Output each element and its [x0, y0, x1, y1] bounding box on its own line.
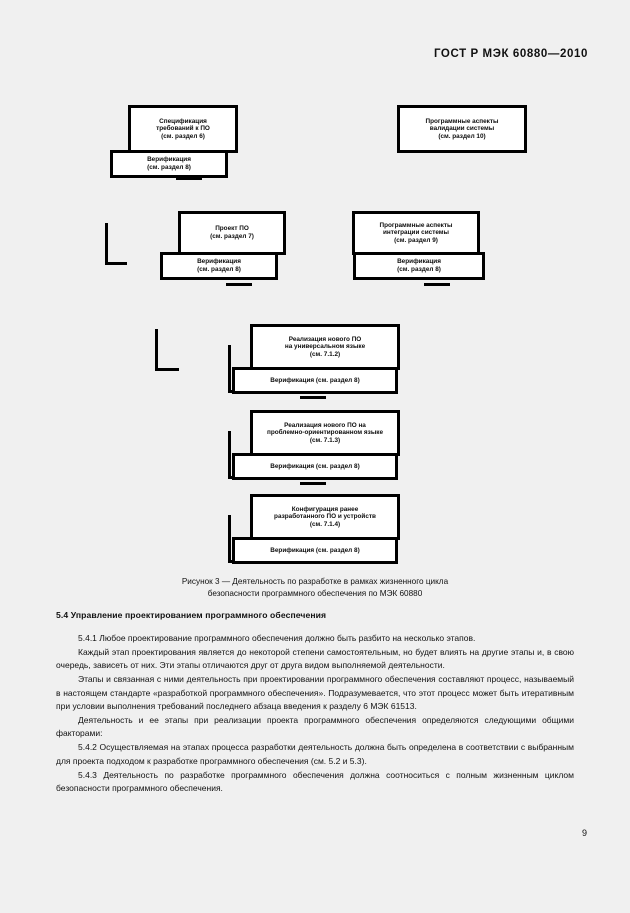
box-new-software-universal: Реализация нового ПО на универсальном яз…	[250, 324, 400, 370]
box-verification-universal: Верификация (см. раздел 8)	[232, 367, 398, 394]
box-verification-design: Верификация (см. раздел 8)	[160, 252, 278, 280]
body-content: 5.4 Управление проектированием программн…	[56, 610, 574, 796]
box-text-line: Верификация (см. раздел 8)	[270, 376, 360, 384]
box-requirements-spec: Спецификация требований к ПО (см. раздел…	[128, 105, 238, 153]
box-text-line: валидации системы	[429, 125, 495, 133]
document-standard-header: ГОСТ Р МЭК 60880—2010	[433, 48, 588, 60]
box-software-design: Проект ПО (см. раздел 7)	[178, 211, 286, 255]
box-text-line: (см. 7.1.4)	[309, 520, 341, 528]
box-text-line: Верификация	[397, 258, 441, 266]
box-text-line: (см. раздел 8)	[397, 266, 441, 273]
box-text-line: Верификация (см. раздел 8)	[270, 462, 360, 470]
figure-caption-line-2: безопасности программного обеспечения по…	[207, 588, 423, 598]
box-text-line: Верификация	[197, 258, 241, 266]
box-text-line: Программные аспекты	[425, 117, 499, 125]
figure-caption-line-1: Рисунок 3 — Деятельность по разработке в…	[181, 577, 449, 586]
section-heading-5-4: 5.4 Управление проектированием программн…	[56, 610, 327, 620]
box-text-line: (см. раздел 9)	[394, 236, 438, 244]
box-text-line: Программные аспекты	[379, 221, 453, 229]
paragraph-5-4-3: 5.4.3 Деятельность по разработке програм…	[56, 769, 574, 794]
box-text-line: (см. 7.1.3)	[309, 436, 341, 444]
box-text-line: проблемно-ориентированном языке	[266, 429, 384, 437]
box-text-line: Проект ПО	[215, 225, 249, 233]
connector-stub-bottom	[300, 396, 326, 399]
paragraph-5-4-2: 5.4.2 Осуществляемая на этапах процесса …	[56, 742, 574, 766]
box-text-line: Конфигурация ранее	[291, 505, 359, 513]
connector-stub-bottom	[300, 482, 326, 485]
paragraph-5-4-1: 5.4.1 Любое проектирование программного …	[78, 633, 476, 643]
box-system-validation: Программные аспекты валидации системы (с…	[397, 105, 527, 153]
connector-stub-top	[176, 177, 202, 180]
box-text-line: интеграции системы	[383, 229, 449, 237]
box-preexisting-configuration: Конфигурация ранее разработанного ПО и у…	[250, 494, 400, 540]
box-new-software-problem-oriented: Реализация нового ПО на проблемно-ориент…	[250, 410, 400, 456]
connector-stub-top	[424, 283, 450, 286]
paragraph-common-factors: Деятельность и ее этапы при реализации п…	[56, 715, 574, 739]
box-text-line: Верификация (см. раздел 8)	[270, 546, 360, 554]
box-text-line: разработанного ПО и устройств	[274, 513, 376, 521]
box-verification-preexisting: Верификация (см. раздел 8)	[232, 537, 398, 564]
paragraph-development-process: Этапы и связанная с ними деятельность пр…	[56, 674, 574, 712]
connector-bracket	[155, 329, 179, 371]
box-text-line: (см. раздел 10)	[438, 132, 486, 140]
box-verification-problem-oriented: Верификация (см. раздел 8)	[232, 453, 398, 480]
box-text-line: Реализация нового ПО на	[284, 421, 366, 429]
connector-bracket	[105, 223, 127, 265]
box-text-line: Спецификация	[159, 117, 207, 125]
box-text-line: Реализация нового ПО	[288, 335, 362, 343]
box-text-line: (см. раздел 6)	[161, 132, 205, 140]
box-text-line: (см. раздел 7)	[210, 233, 254, 240]
page-number: 9	[581, 828, 587, 838]
box-text-line: на универсальном языке	[284, 343, 366, 351]
box-text-line: (см. 7.1.2)	[309, 350, 341, 358]
box-verification-integration: Верификация (см. раздел 8)	[353, 252, 485, 280]
figure-caption: Рисунок 3 — Деятельность по разработке в…	[0, 576, 630, 600]
box-text-line: (см. раздел 8)	[197, 266, 241, 273]
box-text-line: требований к ПО	[156, 125, 210, 133]
connector-stub-top	[226, 283, 252, 286]
box-verification-requirements: Верификация (см. раздел 8)	[110, 150, 228, 178]
paragraph-stage-independence: Каждый этап проектирования является до н…	[56, 646, 574, 671]
box-text-line: Верификация	[147, 156, 191, 164]
box-text-line: (см. раздел 8)	[147, 164, 191, 171]
box-system-integration: Программные аспекты интеграции системы (…	[352, 211, 480, 255]
figure-3-diagram: Спецификация требований к ПО (см. раздел…	[0, 95, 630, 575]
